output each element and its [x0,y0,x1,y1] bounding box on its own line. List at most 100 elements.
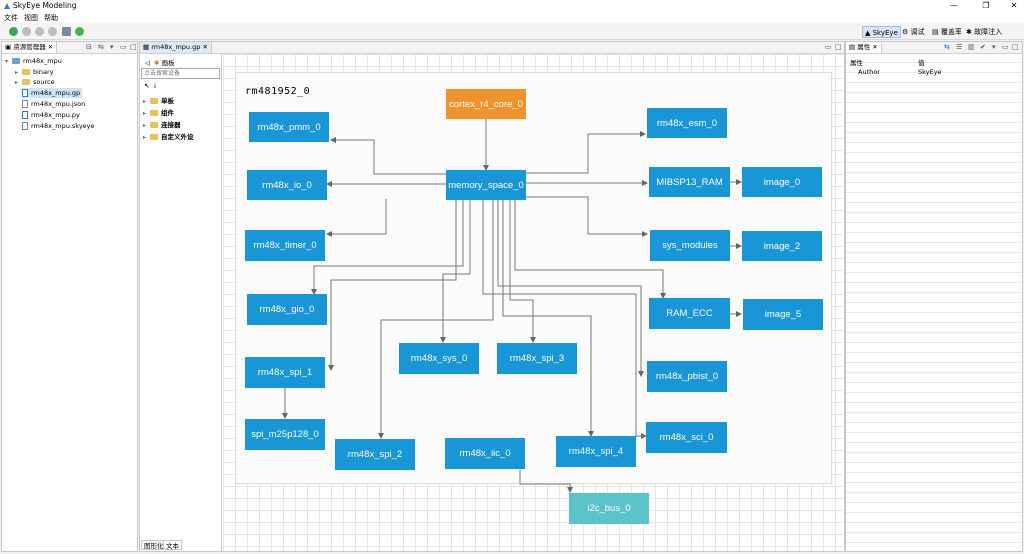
explorer-header: ▣ 资源管理器 ✕ ⊟ ⇆ ▾ ▭ □ [2,42,137,54]
editor-header: ▦ rm48x_mpu.gp ✕ ▭ □ [140,42,844,54]
tree-file-py[interactable]: rm48x_mpu.py [22,110,80,120]
perspective-coverage[interactable]: ▤ 覆盖率 [932,28,962,36]
props-col-value: 值 [918,59,925,67]
perspective-debug-label: 调试 [910,28,925,36]
node-image-2[interactable]: image_2 [742,231,822,261]
select-tool-icon[interactable]: ↖ [144,82,150,90]
node-spi-3[interactable]: rm48x_spi_3 [497,343,577,374]
properties-panel: ▤ 属性 ✕ ⇆ ☰ ▥ ✔ ▾ ▭ □ 属性 值 Author SkyEye [845,41,1023,552]
stop-icon[interactable] [48,27,57,36]
properties-tab-label: 属性 [857,43,871,51]
node-gio[interactable]: rm48x_gio_0 [247,294,327,325]
node-i2c-bus[interactable]: i2c_bus_0 [569,493,649,524]
properties-header: ▤ 属性 ✕ ⇆ ☰ ▥ ✔ ▾ ▭ □ [846,42,1022,54]
palette-search-input[interactable] [141,68,220,79]
link-editor-icon[interactable]: ⇆ [98,43,104,51]
menu-help[interactable]: 帮助 [44,14,58,22]
props-menu-icon[interactable]: ▾ [992,43,996,51]
tree-file-skyeye-label: rm48x_mpu.skyeye [31,122,95,130]
node-memory-space[interactable]: memory_space_0 [446,170,526,200]
props-col-key: 属性 [850,59,863,67]
node-timer[interactable]: rm48x_timer_0 [245,230,325,261]
node-image-5[interactable]: image_5 [743,299,823,330]
node-io[interactable]: rm48x_io_0 [247,170,327,200]
node-pbist[interactable]: rm48x_pbist_0 [647,361,727,392]
node-image-0[interactable]: image_0 [742,167,822,197]
palette-group-board-label: 单板 [161,97,174,105]
props-row-value[interactable]: SkyEye [918,68,942,76]
title-bar: SkyEye Modeling — ❐ ✕ [0,0,1024,12]
menu-bar: 文件 视图 帮助 [0,12,1024,23]
node-m25p128[interactable]: spi_m25p128_0 [245,419,325,450]
node-pmm[interactable]: rm48x_pmm_0 [249,112,329,142]
node-cortex[interactable]: cortex_r4_core_0 [446,89,526,119]
tree-project[interactable]: ▾rm48x_mpu [5,57,62,65]
perspective-fault[interactable]: ✱ 故障注入 [966,28,1003,36]
menu-view[interactable]: 视图 [24,14,38,22]
run-icon[interactable] [9,27,18,36]
tab-text[interactable]: 文本 [163,540,182,550]
node-spi-4[interactable]: rm48x_spi_4 [556,436,636,467]
node-sci[interactable]: rm48x_sci_0 [646,422,727,453]
props-maximize-icon[interactable]: □ [1012,43,1019,51]
properties-tab[interactable]: ▤ 属性 ✕ [846,42,882,53]
step-icon[interactable] [22,27,31,36]
main-toolbar: ▲ SkyEye ⚙ 调试 ▤ 覆盖率 ✱ 故障注入 [0,23,1024,40]
props-minimize-icon[interactable]: ▭ [1002,43,1009,51]
pin-icon[interactable]: ⇆ [944,43,950,51]
minimize-view-icon[interactable]: ▭ [120,43,127,51]
restore-icon[interactable]: ❐ [982,1,990,10]
node-ram-ecc[interactable]: RAM_ECC [649,298,730,329]
node-esm[interactable]: rm48x_esm_0 [647,108,727,138]
node-sys-modules[interactable]: sys_modules [650,230,730,261]
list-icon[interactable] [62,27,71,36]
node-spi-2[interactable]: rm48x_spi_2 [335,439,415,470]
palette-group-component-label: 组件 [161,109,174,117]
categories-icon[interactable]: ☰ [956,43,963,51]
pause-icon[interactable] [35,27,44,36]
explorer-panel: ▣ 资源管理器 ✕ ⊟ ⇆ ▾ ▭ □ ▾rm48x_mpu ▸binary ▸… [1,41,138,552]
props-row-key: Author [858,68,880,76]
tree-folder-binary[interactable]: ▸binary [15,68,54,76]
palette-group-connector[interactable]: ▸连接器 [143,121,181,129]
perspective-skyeye[interactable]: ▲ SkyEye [862,26,901,38]
minimize-icon[interactable]: — [950,1,958,10]
node-spi-1[interactable]: rm48x_spi_1 [245,357,325,388]
tree-file-json-label: rm48x_mpu.json [31,100,86,108]
perspective-debug[interactable]: ⚙ 调试 [902,28,925,36]
node-sys[interactable]: rm48x_sys_0 [399,343,479,374]
palette-group-custom[interactable]: ▸自定义外设 [143,133,194,141]
collapse-all-icon[interactable]: ⊟ [86,43,92,51]
palette-tools: ↖ ↓ [144,82,158,90]
perspective-coverage-label: 覆盖率 [940,28,962,36]
bug-icon[interactable] [75,27,84,36]
editor-minimize-icon[interactable]: ▭ [825,43,832,51]
editor-tab[interactable]: ▦ rm48x_mpu.gp ✕ [140,42,212,53]
board-title: rm481952_0 [245,86,311,97]
palette-group-component[interactable]: ▸组件 [143,109,174,117]
tree-folder-source[interactable]: ▸source [15,78,55,86]
tree-file-py-label: rm48x_mpu.py [31,111,80,119]
editor-maximize-icon[interactable]: □ [835,43,842,51]
editor-tab-label: rm48x_mpu.gp [151,43,201,51]
window-title: SkyEye Modeling [13,1,77,10]
maximize-view-icon[interactable]: □ [130,43,137,51]
filter-icon[interactable]: ▥ [968,43,975,51]
restore-default-icon[interactable]: ✔ [980,43,986,51]
menu-file[interactable]: 文件 [4,14,18,22]
palette-header-label: 画板 [161,59,175,67]
node-mibsp13-ram[interactable]: MIBSP13_RAM [649,167,730,197]
node-iic[interactable]: rm48x_iic_0 [445,438,525,469]
tree-file-gp-label: rm48x_mpu.gp [31,89,81,97]
tree-folder-binary-label: binary [33,68,54,76]
view-menu-icon[interactable]: ▾ [110,43,114,51]
tree-file-gp[interactable]: rm48x_mpu.gp [22,88,82,98]
perspective-skyeye-label: SkyEye [872,29,898,37]
palette-group-board[interactable]: ▸单板 [143,97,174,105]
tree-file-json[interactable]: rm48x_mpu.json [22,99,85,109]
explorer-tab[interactable]: ▣ 资源管理器 ✕ [2,42,58,53]
close-icon[interactable]: ✕ [1010,1,1018,10]
connect-tool-icon[interactable]: ↓ [152,82,158,90]
tree-file-skyeye[interactable]: rm48x_mpu.skyeye [22,121,95,131]
palette-panel: ◁ ✱ 画板 ↖ ↓ ▸单板 ▸组件 ▸连接器 ▸自定义外设 [140,54,222,551]
